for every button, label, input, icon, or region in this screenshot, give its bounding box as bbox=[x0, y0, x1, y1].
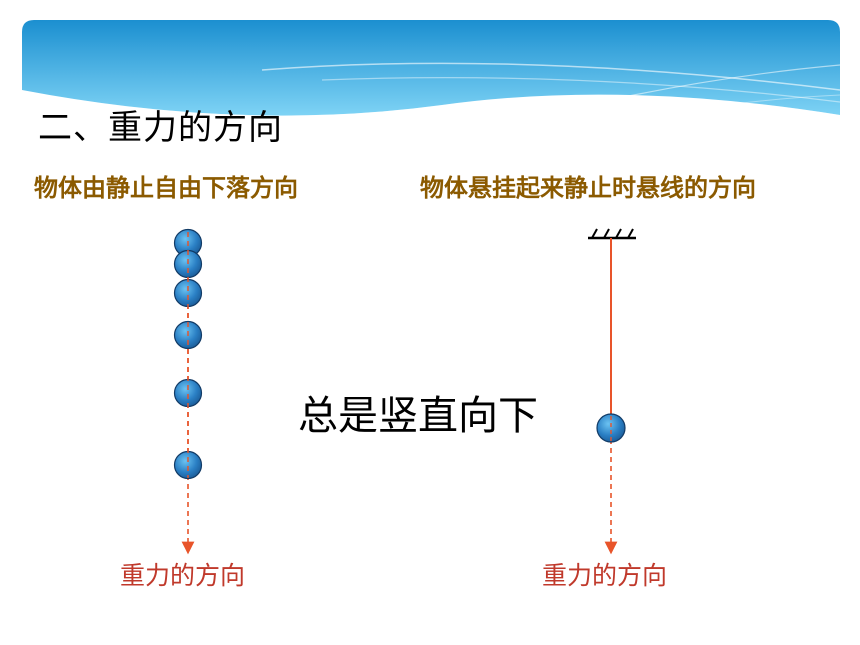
header-banner bbox=[22, 20, 840, 148]
right-arrow-label: 重力的方向 bbox=[542, 561, 668, 590]
falling-ball bbox=[173, 278, 203, 308]
free-fall-group bbox=[173, 228, 203, 555]
hanging-ball bbox=[596, 413, 626, 443]
left-arrow-label: 重力的方向 bbox=[120, 561, 246, 590]
slide-title: 二、重力的方向 bbox=[38, 108, 283, 148]
right-caption: 物体悬挂起来静止时悬线的方向 bbox=[420, 174, 756, 202]
ceiling-support bbox=[588, 228, 636, 240]
falling-ball bbox=[173, 378, 203, 408]
hanging-group bbox=[588, 228, 636, 555]
conclusion-text: 总是竖直向下 bbox=[298, 393, 538, 439]
falling-ball bbox=[173, 450, 203, 480]
left-caption: 物体由静止自由下落方向 bbox=[34, 174, 298, 202]
